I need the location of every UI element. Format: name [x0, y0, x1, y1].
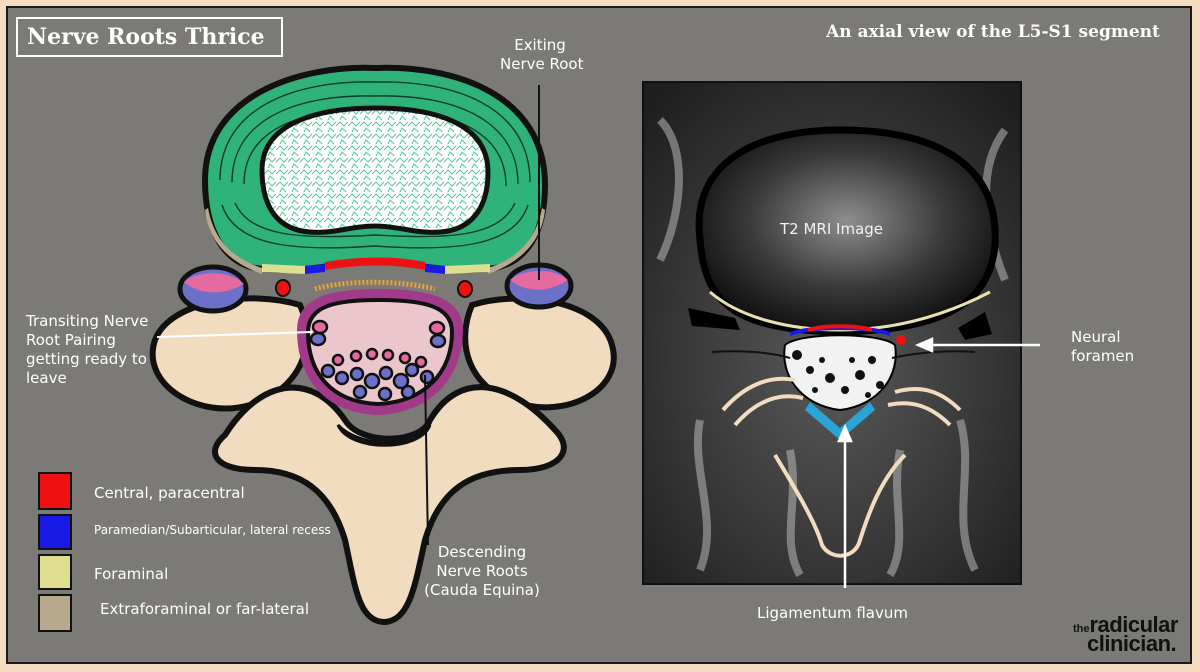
intervertebral-disc: [201, 64, 549, 274]
label-foramen-line1: Neural: [1071, 328, 1121, 346]
legend-swatch-foraminal: [38, 554, 72, 590]
legend-swatch-subarticular: [38, 514, 72, 550]
label-ligamentum-flavum: Ligamentum flavum: [757, 604, 908, 622]
legend-swatch-central: [38, 472, 72, 510]
brand-logo: theradicular clinician.: [1073, 614, 1178, 655]
legend-label-extraforaminal: Extraforaminal or far-lateral: [100, 600, 310, 618]
legend-label-central: Central, paracentral: [94, 484, 245, 502]
label-neural-foramen: Neural foramen: [1071, 328, 1134, 366]
vertebral-arch: [149, 295, 617, 626]
page-title: Nerve Roots Thrice: [16, 17, 283, 57]
legend-label-subarticular: Paramedian/Subarticular, lateral recess: [94, 523, 331, 537]
label-exiting-nerve-root: Exiting Nerve Root: [500, 36, 584, 74]
label-descending-line1: Descending: [437, 543, 527, 561]
brand-line2: clinician.: [1087, 631, 1177, 656]
label-transiting-line4: leave: [26, 369, 67, 387]
legend-swatch-extraforaminal: [38, 594, 72, 632]
label-transiting-line3: getting ready to: [26, 350, 147, 368]
leader-lines-left: [424, 85, 540, 546]
thecal-sac: [296, 288, 464, 416]
brand-prefix: the: [1073, 623, 1090, 635]
ligamentum-arrowhead: [837, 423, 853, 443]
brand-line1: radicular: [1089, 612, 1179, 637]
leader-lines-right: [837, 337, 1040, 588]
label-descending-line3: (Cauda Equina): [424, 581, 540, 599]
transiting-leader: [156, 331, 313, 338]
exiting-nerve-roots: [177, 262, 574, 314]
label-transiting-line2: Root Pairing: [26, 331, 116, 349]
label-foramen-line2: foramen: [1071, 347, 1135, 365]
legend-label-foraminal: Foraminal: [94, 565, 169, 583]
mri-panel: [642, 81, 1022, 585]
label-exiting-line2: Nerve Root: [500, 55, 584, 73]
label-exiting-line1: Exiting: [514, 36, 566, 54]
foramen-arrowhead: [914, 337, 934, 353]
mri-caption: T2 MRI Image: [780, 220, 884, 238]
descending-leader: [424, 374, 429, 546]
label-transiting-nerve-root: Transiting Nerve Root Pairing getting re…: [26, 312, 148, 388]
label-transiting-line1: Transiting Nerve: [26, 312, 149, 330]
label-descending-line2: Nerve Roots: [436, 562, 528, 580]
page-subtitle: An axial view of the L5-S1 segment: [826, 22, 1160, 42]
label-descending-nerve-roots: Descending Nerve Roots (Cauda Equina): [412, 543, 552, 600]
